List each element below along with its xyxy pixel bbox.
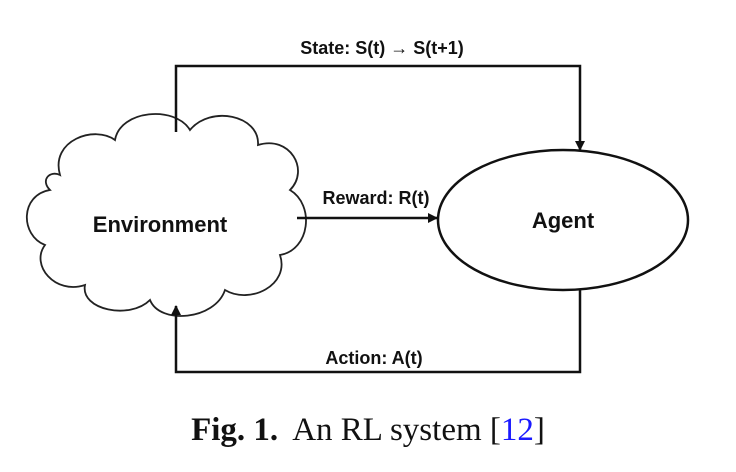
action-edge: Action: A(t) <box>171 290 582 374</box>
agent-label: Agent <box>532 208 595 233</box>
reward-label: Reward: R(t) <box>323 188 430 208</box>
agent-node: Agent <box>436 148 690 292</box>
agent-ellipse <box>436 148 690 292</box>
state-arrow <box>174 64 585 151</box>
environment-node: Environment <box>25 113 307 317</box>
citation-link[interactable]: 12 <box>500 412 534 448</box>
caption-text-before: An RL system [ <box>292 412 501 448</box>
state-edge: State: S(t) → S(t+1) <box>174 38 585 151</box>
state-label: State: S(t) → S(t+1) <box>300 38 464 58</box>
environment-label: Environment <box>93 212 228 237</box>
action-arrow <box>171 290 582 374</box>
cloud-shape <box>25 113 307 317</box>
figure-number: Fig. 1. <box>191 412 279 448</box>
action-label: Action: A(t) <box>325 348 422 368</box>
reward-edge: Reward: R(t) <box>297 188 438 223</box>
figure-caption: Fig. 1. An RL system [12] <box>0 412 736 449</box>
caption-text-after: ] <box>533 412 545 448</box>
